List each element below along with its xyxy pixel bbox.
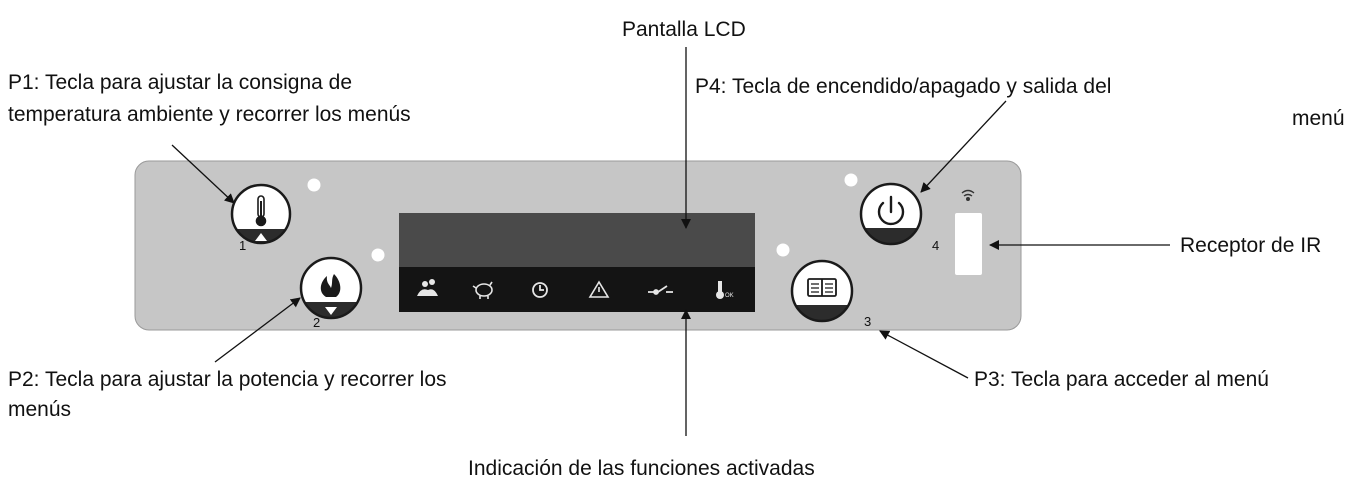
indicacion-label: Indicación de las funciones activadas — [468, 457, 815, 480]
users-icon — [417, 279, 438, 296]
lcd-indicator-strip — [399, 267, 755, 312]
thermometer-ok-icon: OK — [716, 281, 734, 299]
p4-label-line1: P4: Tecla de encendido/apagado y salida … — [695, 75, 1112, 98]
led-indicator-2 — [371, 248, 385, 262]
flame-icon — [320, 274, 341, 297]
clock-icon — [532, 282, 548, 298]
led-indicator-1 — [307, 178, 321, 192]
ir-receptor-window — [955, 213, 982, 275]
switch-icon — [648, 285, 673, 295]
lcd-label: Pantalla LCD — [622, 18, 746, 41]
p4-power-onoff-button[interactable] — [859, 182, 923, 246]
led-indicator-4 — [844, 173, 858, 187]
led-indicator-3 — [776, 243, 790, 257]
p2-label-line2: menús — [8, 398, 72, 421]
up-arrow-icon — [255, 233, 267, 241]
p3-menu-button[interactable] — [790, 259, 854, 323]
p3-label: P3: Tecla para acceder al menú — [974, 368, 1269, 391]
p1-label-line1: P1: Tecla para ajustar la consigna de — [8, 71, 352, 94]
arrow-p3 — [879, 330, 969, 379]
p1-temperature-button[interactable] — [230, 183, 292, 245]
warning-icon — [588, 280, 610, 298]
book-icon — [807, 278, 837, 297]
button-number-3: 3 — [864, 314, 871, 329]
down-arrow-icon — [325, 307, 337, 315]
ok-label: OK — [725, 293, 734, 299]
receptor-label: Receptor de IR — [1180, 234, 1322, 257]
wifi-signal-icon — [961, 189, 975, 201]
power-icon — [877, 195, 905, 226]
arrow-p2 — [214, 297, 301, 363]
lcd-screen — [399, 213, 755, 267]
button-number-2: 2 — [313, 315, 320, 330]
arrow-p4 — [920, 100, 1007, 193]
piggy-bank-icon — [472, 281, 493, 299]
p4-label-line2: menú — [1292, 107, 1345, 130]
button-number-4: 4 — [932, 238, 939, 253]
arrow-p1 — [171, 144, 235, 204]
leader-arrows — [171, 47, 1170, 436]
thermometer-icon — [255, 195, 267, 227]
p1-label-line2: temperatura ambiente y recorrer los menú… — [8, 103, 411, 126]
p2-label-line1: P2: Tecla para ajustar la potencia y rec… — [8, 368, 447, 391]
button-number-1: 1 — [239, 238, 246, 253]
p2-power-button[interactable] — [299, 256, 363, 320]
